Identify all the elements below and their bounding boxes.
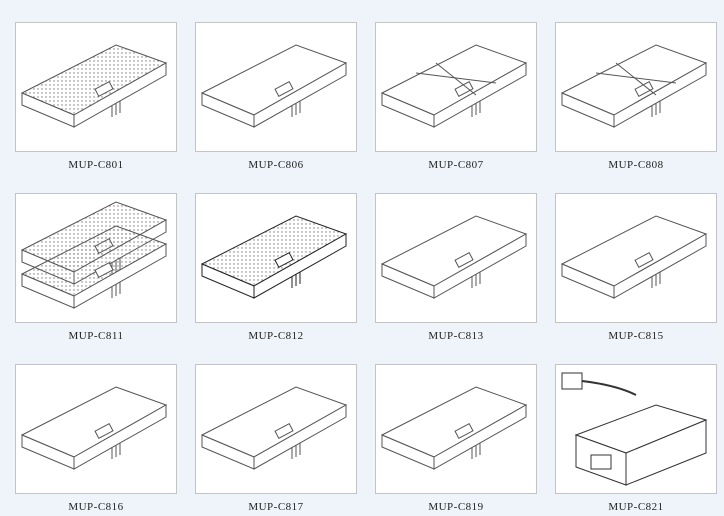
product-image[interactable] bbox=[555, 193, 717, 323]
product-image[interactable] bbox=[375, 364, 537, 494]
product-label[interactable]: MUP-C819 bbox=[428, 501, 484, 513]
product-card[interactable]: MUP-C812 bbox=[195, 193, 357, 342]
product-card[interactable]: MUP-C813 bbox=[375, 193, 537, 342]
product-card[interactable]: MUP-C806 bbox=[195, 22, 357, 171]
product-image[interactable] bbox=[195, 22, 357, 152]
product-image[interactable] bbox=[195, 193, 357, 323]
product-label[interactable]: MUP-C821 bbox=[608, 501, 664, 513]
product-card[interactable]: MUP-C815 bbox=[555, 193, 717, 342]
product-card[interactable]: MUP-C817 bbox=[195, 364, 357, 513]
product-label[interactable]: MUP-C815 bbox=[608, 330, 664, 342]
product-card[interactable]: MUP-C811 bbox=[15, 193, 177, 342]
product-label[interactable]: MUP-C817 bbox=[248, 501, 304, 513]
product-card[interactable]: MUP-C801 bbox=[15, 22, 177, 171]
product-image[interactable] bbox=[15, 22, 177, 152]
product-image[interactable] bbox=[555, 22, 717, 152]
product-label[interactable]: MUP-C813 bbox=[428, 330, 484, 342]
product-image[interactable] bbox=[375, 22, 537, 152]
product-image[interactable] bbox=[195, 364, 357, 494]
product-card[interactable]: MUP-C808 bbox=[555, 22, 717, 171]
product-label[interactable]: MUP-C806 bbox=[248, 159, 304, 171]
product-label[interactable]: MUP-C801 bbox=[68, 159, 124, 171]
product-card[interactable]: MUP-C807 bbox=[375, 22, 537, 171]
product-label[interactable]: MUP-C816 bbox=[68, 501, 124, 513]
product-image[interactable] bbox=[15, 364, 177, 494]
product-label[interactable]: MUP-C808 bbox=[608, 159, 664, 171]
product-image[interactable] bbox=[555, 364, 717, 494]
product-image[interactable] bbox=[15, 193, 177, 323]
product-label[interactable]: MUP-C812 bbox=[248, 330, 304, 342]
product-label[interactable]: MUP-C811 bbox=[68, 330, 124, 342]
product-image[interactable] bbox=[375, 193, 537, 323]
product-card[interactable]: MUP-C819 bbox=[375, 364, 537, 513]
product-label[interactable]: MUP-C807 bbox=[428, 159, 484, 171]
product-card[interactable]: MUP-C821 bbox=[555, 364, 717, 513]
product-card[interactable]: MUP-C816 bbox=[15, 364, 177, 513]
